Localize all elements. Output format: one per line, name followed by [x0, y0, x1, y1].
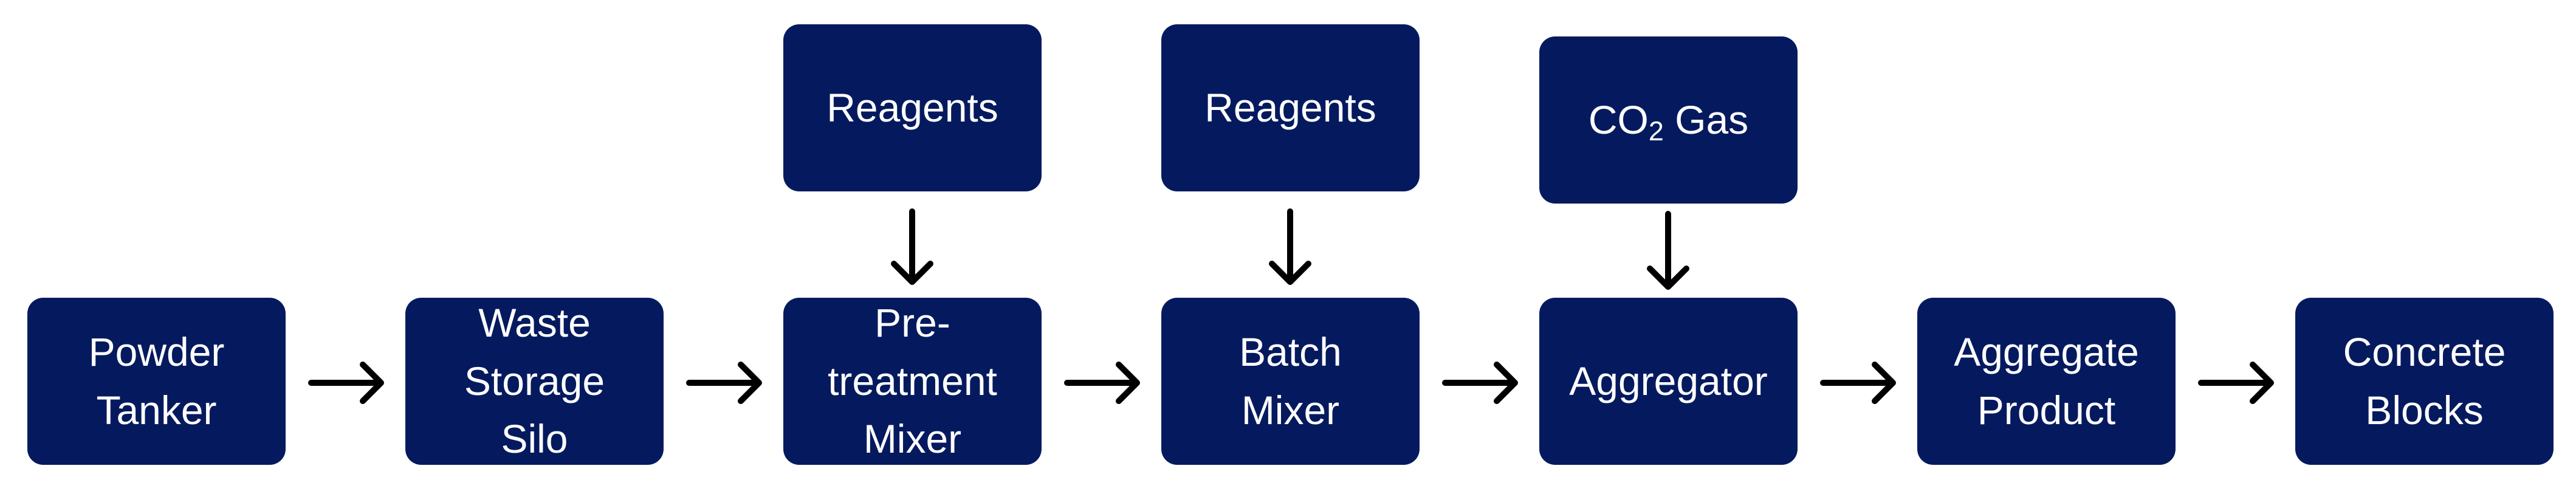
- process-box-aggregate-product: Aggregate Product: [1917, 298, 2176, 465]
- process-box-batch-mixer: Batch Mixer: [1161, 298, 1420, 465]
- arrow-reagents-to-batch: [1269, 208, 1311, 285]
- arrow-reagents-to-pretreatment: [891, 208, 933, 285]
- box-text-line: Mixer: [863, 416, 962, 462]
- box-text-line: Tanker: [96, 387, 217, 433]
- input-box-reagents-1: Reagents: [783, 24, 1042, 191]
- box-text-line: Aggregator: [1569, 358, 1768, 403]
- process-box-waste-storage-silo: Waste Storage Silo: [405, 298, 664, 465]
- arrow-batch-to-aggregator: [1442, 362, 1518, 404]
- process-box-concrete-blocks: Concrete Blocks: [2295, 298, 2554, 465]
- box-text-line: Silo: [501, 416, 568, 462]
- arrow-aggregator-to-product: [1820, 362, 1896, 404]
- arrow-product-to-blocks: [2198, 362, 2274, 404]
- arrow-pretreatment-to-batch: [1064, 362, 1140, 404]
- input-label-co2: CO2 Gas: [1589, 91, 1748, 149]
- co2-subscript: 2: [1648, 115, 1664, 146]
- box-text-line: treatment: [828, 358, 997, 403]
- box-text-line: Mixer: [1241, 387, 1340, 433]
- process-box-aggregator: Aggregator: [1539, 298, 1798, 465]
- box-text-line: Waste: [478, 300, 591, 345]
- arrow-co2-to-aggregator: [1647, 211, 1689, 290]
- box-text-line: Batch: [1239, 329, 1342, 374]
- input-box-co2-gas: CO2 Gas: [1539, 36, 1798, 204]
- box-text-line: Pre-: [874, 300, 950, 345]
- input-label: Reagents: [826, 84, 998, 130]
- box-text-line: Product: [1977, 387, 2116, 433]
- input-box-reagents-2: Reagents: [1161, 24, 1420, 191]
- input-label: Reagents: [1204, 84, 1376, 130]
- co2-suffix-text: Gas: [1663, 97, 1749, 142]
- box-text-line: Aggregate: [1954, 329, 2139, 374]
- process-box-pretreatment-mixer: Pre- treatment Mixer: [783, 298, 1042, 465]
- arrow-silo-to-pretreatment: [686, 362, 762, 404]
- co2-main-text: CO: [1588, 97, 1649, 142]
- arrow-tanker-to-silo: [308, 362, 384, 404]
- box-text-line: Blocks: [2365, 387, 2484, 433]
- process-box-powder-tanker: Powder Tanker: [27, 298, 286, 465]
- box-text-line: Concrete: [2343, 329, 2506, 374]
- box-text-line: Powder: [88, 329, 225, 374]
- box-text-line: Storage: [464, 358, 605, 403]
